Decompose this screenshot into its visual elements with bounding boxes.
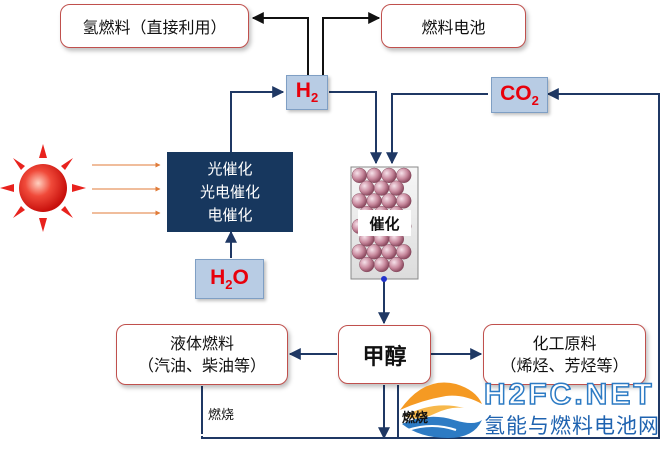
catalysis-method-photoelectro: 光电催化 <box>199 182 260 201</box>
reactor-label: 催化 <box>358 210 411 236</box>
chemical-feedstock-title: 化工原料 <box>532 333 597 353</box>
catalyst-sphere <box>359 180 375 196</box>
catalyst-sphere <box>396 193 412 209</box>
chemical-feedstock-examples: （烯烃、芳烃等） <box>500 355 629 375</box>
sunlight-arrows <box>92 162 161 216</box>
catalyst-sphere <box>366 244 382 260</box>
arrow-h2-to-hydrogen-fuel <box>251 12 309 75</box>
hydrogen-fuel-box: 氢燃料（直接利用） <box>60 4 249 48</box>
sun-icon <box>0 144 86 232</box>
arrow-h2-to-reactor <box>329 91 382 165</box>
arrow-catalysis-to-h2 <box>230 86 285 152</box>
h2o-box: H2O <box>195 259 264 299</box>
catalyst-sphere <box>388 180 405 196</box>
watermark-logo <box>400 382 482 438</box>
fuel-cell-label: 燃料电池 <box>421 18 486 37</box>
co2-formula: CO2 <box>500 81 539 109</box>
fuel-cell-box: 燃料电池 <box>381 4 526 48</box>
catalyst-sphere <box>381 244 397 260</box>
co2-box: CO2 <box>491 77 548 113</box>
catalyst-sphere <box>366 193 382 209</box>
h2o-formula: H2O <box>210 265 249 293</box>
catalyst-sphere <box>396 167 412 184</box>
hydrogen-fuel-label: 氢燃料（直接利用） <box>82 18 227 37</box>
catalyst-sphere <box>388 256 405 273</box>
catalyst-sphere <box>351 193 368 209</box>
liquid-fuel-box: 液体燃料 （汽油、柴油等） <box>116 324 288 385</box>
arrow-co2-to-reactor <box>386 93 488 165</box>
h2-formula: H2 <box>295 79 319 106</box>
catalyst-sphere <box>374 180 390 196</box>
catalyst-sphere <box>351 167 368 184</box>
chemical-feedstock-box: 化工原料 （烯烃、芳烃等） <box>483 324 646 385</box>
co2-recycle-loop <box>201 88 660 439</box>
h2-box: H2 <box>286 75 328 110</box>
methanol-label: 甲醇 <box>362 344 407 370</box>
catalyst-sphere <box>359 256 375 273</box>
watermark-site-name: 氢能与燃料电池网 <box>484 414 660 438</box>
arrow-h2-to-fuel-cell <box>322 12 381 75</box>
liquid-fuel-title: 液体燃料 <box>169 333 234 353</box>
catalysis-method-photo: 光催化 <box>207 159 253 178</box>
catalyst-sphere <box>381 193 397 209</box>
catalysis-methods-box: 光催化 光电催化 电催化 <box>167 152 293 232</box>
catalysis-method-electro: 电催化 <box>207 205 253 224</box>
watermark-domain: H2FC.NET <box>483 377 655 412</box>
catalyst-sphere <box>374 256 390 273</box>
watermark-logo-text: 燃烧 <box>402 411 429 426</box>
catalyst-sphere <box>351 244 368 260</box>
catalyst-sphere <box>381 167 397 184</box>
combustion-label: 燃烧 <box>208 408 235 423</box>
catalyst-sphere <box>366 167 382 184</box>
methanol-box: 甲醇 <box>338 325 431 384</box>
catalyst-sphere <box>396 244 412 260</box>
liquid-fuel-examples: （汽油、柴油等） <box>137 355 266 375</box>
